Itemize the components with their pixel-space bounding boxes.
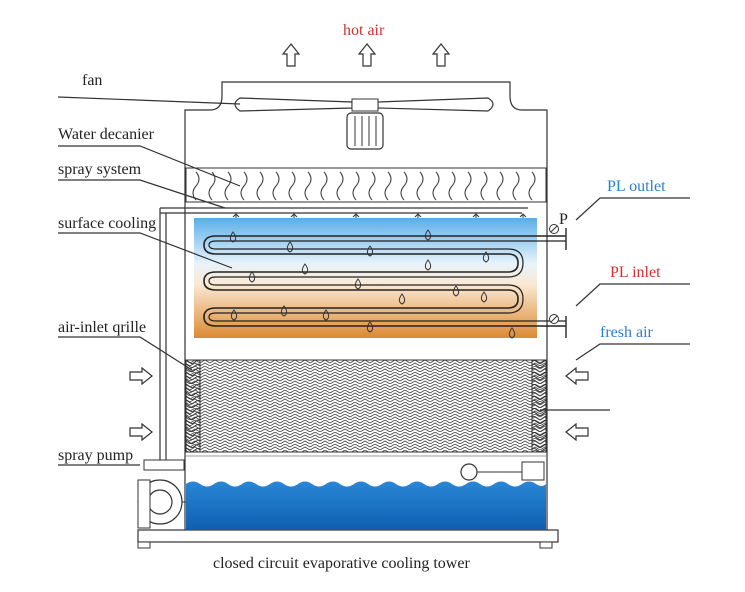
decanier-wave xyxy=(480,171,488,201)
coil-box xyxy=(194,218,537,338)
grille-leader xyxy=(58,336,193,371)
air-inlet-grille-right xyxy=(531,359,547,453)
decanier-wave xyxy=(336,171,344,201)
decanier-wave xyxy=(240,171,248,201)
decanier-wave xyxy=(304,171,312,201)
water-decanier xyxy=(185,167,547,203)
decanier-wave xyxy=(496,171,504,201)
tower-outline xyxy=(184,81,548,530)
surface-cooling-label: surface cooling xyxy=(58,215,156,232)
serpentine-coil xyxy=(203,235,566,327)
fan-icon xyxy=(234,97,494,150)
decanier-waves xyxy=(192,171,536,201)
decanier-wave xyxy=(448,171,456,201)
decanier-wave xyxy=(464,171,472,201)
spray-leader xyxy=(58,179,226,209)
decanier-wave xyxy=(272,171,280,201)
base-foot-right xyxy=(539,541,553,549)
decanier-wave xyxy=(320,171,328,201)
hot-air-arrow-center-icon xyxy=(358,43,376,67)
outlet-pressure-gauge-icon xyxy=(549,224,567,250)
basin-water xyxy=(186,481,546,530)
hot-air-label: hot air xyxy=(343,22,385,39)
pl-inlet-label: PL inlet xyxy=(610,264,661,281)
fresh-air-arrow-right-bottom-icon xyxy=(565,423,589,441)
hot-air-arrow-right-icon xyxy=(432,43,450,67)
fresh-air-label: fresh air xyxy=(600,324,654,341)
decanier-wave xyxy=(288,171,296,201)
air-inlet-grille-left xyxy=(185,359,201,453)
surface-cooling-leader xyxy=(58,232,233,269)
decanier-wave xyxy=(384,171,392,201)
decanier-wave xyxy=(192,171,200,201)
decanier-wave xyxy=(400,171,408,201)
spray-pump-label: spray pump xyxy=(58,447,133,464)
air-inlet-grille-label: air-inlet qrille xyxy=(58,319,146,336)
decanier-wave xyxy=(256,171,264,201)
decanier-wave xyxy=(416,171,424,201)
decanier-wave xyxy=(368,171,376,201)
pl-inlet-leader xyxy=(575,283,690,307)
float-valve-icon xyxy=(460,461,545,481)
diagram-caption: closed circuit evaporative cooling tower xyxy=(213,555,470,572)
pressure-mark: P xyxy=(559,211,568,228)
pl-outlet-label: PL outlet xyxy=(607,178,666,195)
inlet-pressure-gauge-icon xyxy=(549,314,567,338)
water-decanier-label: Water decanier xyxy=(58,126,155,143)
decanier-wave xyxy=(224,171,232,201)
decanier-wave xyxy=(512,171,520,201)
decanier-wave xyxy=(432,171,440,201)
base-foot-left xyxy=(137,541,151,549)
fresh-air-arrow-left-top-icon xyxy=(129,367,153,385)
fresh-air-arrow-left-bottom-icon xyxy=(129,423,153,441)
tower-base xyxy=(137,529,559,543)
decanier-wave xyxy=(352,171,360,201)
fan-leader xyxy=(57,96,241,105)
decanier-wave xyxy=(528,171,536,201)
spray-system-label: spray system xyxy=(58,161,142,178)
fresh-air-leader xyxy=(575,343,690,361)
fill-media xyxy=(185,359,547,453)
fresh-air-arrow-right-top-icon xyxy=(565,367,589,385)
hot-air-arrow-left-icon xyxy=(282,43,300,67)
fan-label: fan xyxy=(82,72,102,89)
spray-pump-icon xyxy=(137,208,186,529)
pl-outlet-leader xyxy=(575,197,690,221)
decanier-leader xyxy=(58,145,241,187)
